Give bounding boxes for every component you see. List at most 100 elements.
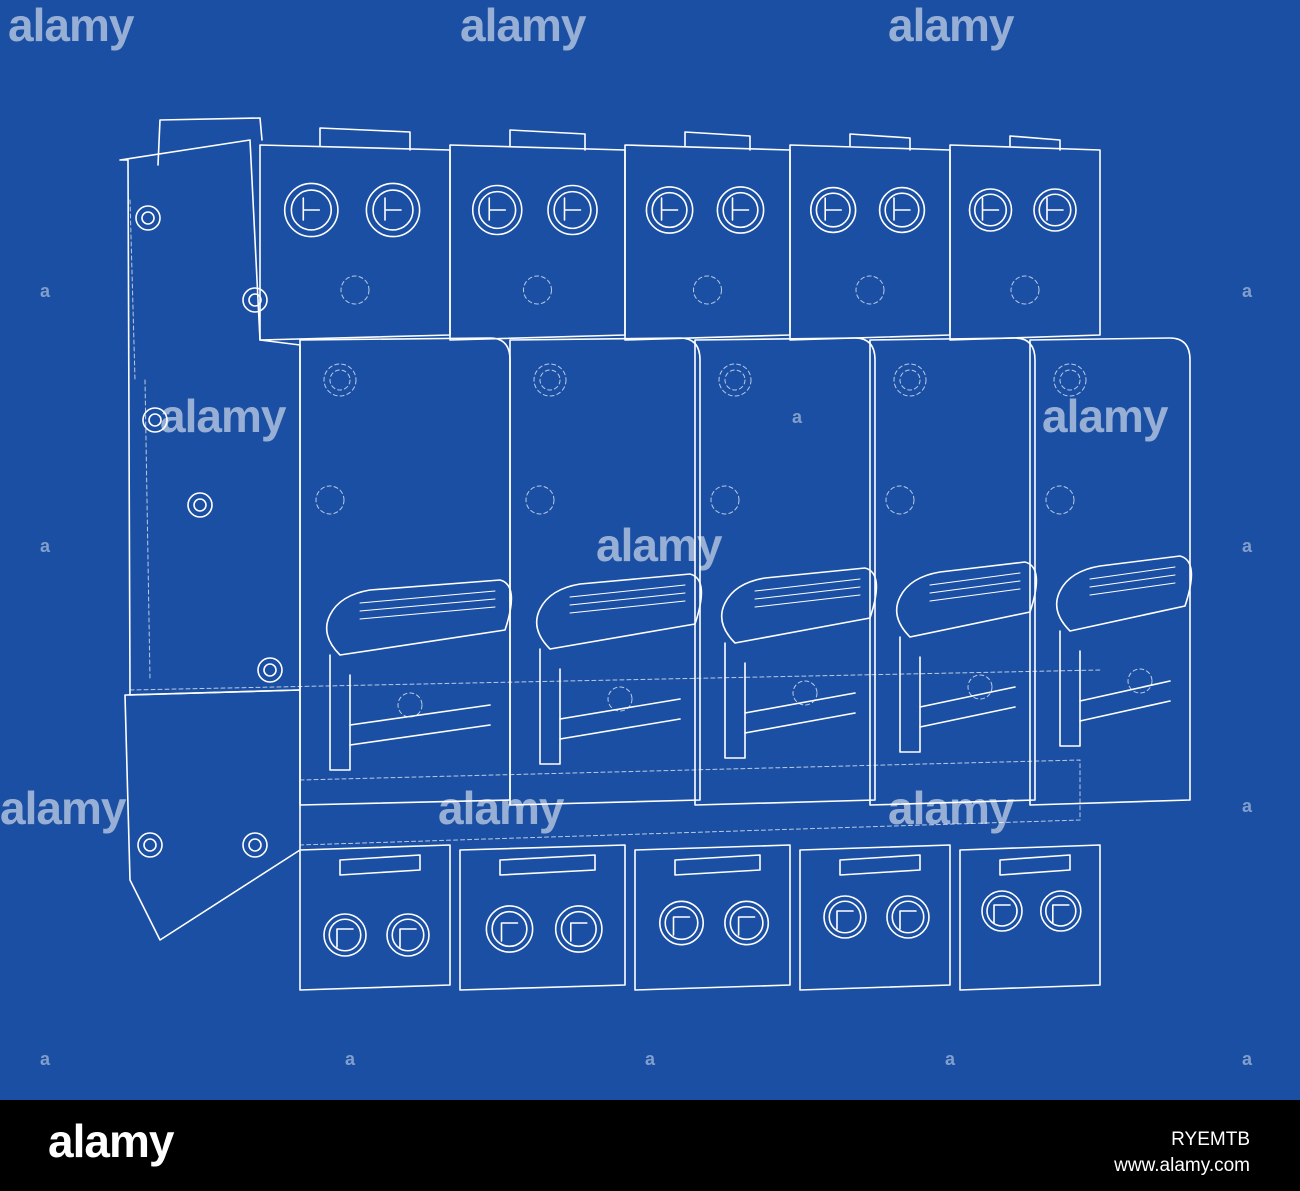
- lever-housing: [724, 642, 746, 759]
- lever-ridge: [569, 592, 686, 606]
- terminal-screw-bottom: [386, 913, 430, 957]
- terminal-screw-top-inner: [722, 191, 759, 229]
- terminal-screw-top-inner: [884, 192, 920, 228]
- top-clip: [319, 127, 411, 151]
- side-hole: [187, 492, 213, 518]
- terminal-screw-top-inner: [290, 189, 333, 231]
- side-hole-inner: [148, 413, 162, 427]
- screw-slot: [563, 197, 582, 221]
- side-hole-inner: [143, 838, 157, 852]
- hidden-pivot: [792, 680, 818, 706]
- terminal-screw-top: [365, 182, 421, 238]
- lower-slot: [999, 854, 1071, 876]
- terminal-screw-bottom: [485, 905, 534, 953]
- hidden-hole: [315, 485, 345, 515]
- terminal-screw-top: [968, 188, 1013, 232]
- lower-terminal-block: [299, 844, 451, 991]
- terminal-screw-bottom: [981, 890, 1023, 932]
- screw-slot: [1046, 197, 1064, 221]
- terminal-screw-top: [878, 186, 926, 234]
- top-clip-left: [157, 117, 263, 166]
- terminal-screw-top: [547, 184, 598, 236]
- lever-ridge: [359, 590, 496, 604]
- hidden-boss-inner: [329, 369, 351, 391]
- lower-terminal-block: [959, 844, 1101, 991]
- lever-base-line: [919, 706, 1016, 728]
- top-clip: [684, 131, 751, 151]
- screw-slot: [737, 916, 756, 936]
- toggle-lever: [1055, 555, 1193, 632]
- hidden-hole: [525, 485, 555, 515]
- circuit-breaker-wireframe: [119, 117, 1193, 991]
- side-hole-inner: [248, 293, 262, 307]
- terminal-screw-bottom-inner: [828, 900, 862, 934]
- hidden-boss: [323, 363, 357, 397]
- terminal-screw-bottom-inner: [664, 905, 699, 941]
- upper-terminal-block: [259, 144, 451, 341]
- hidden-pivot: [1127, 668, 1153, 694]
- terminal-screw-top-inner: [1038, 193, 1072, 227]
- side-hole: [135, 205, 161, 231]
- screw-slot: [570, 922, 588, 942]
- screw-slot: [500, 922, 519, 942]
- top-clip: [1009, 135, 1061, 151]
- screw-slot: [672, 916, 691, 936]
- hidden-pivot: [967, 674, 993, 700]
- lever-ridge: [1089, 582, 1176, 596]
- upper-terminal-block: [949, 144, 1101, 341]
- lever-base-line: [559, 718, 681, 740]
- front-panel: [694, 337, 876, 806]
- terminal-screw-top-inner: [553, 190, 592, 230]
- side-hole-inner: [193, 498, 207, 512]
- footer-url: www.alamy.com: [1114, 1155, 1250, 1176]
- hidden-boss: [533, 363, 567, 397]
- front-panel: [509, 337, 701, 806]
- toggle-lever: [325, 579, 513, 656]
- hidden-boss-inner: [724, 369, 746, 391]
- lower-terminal-block: [459, 844, 626, 991]
- lower-slot: [339, 854, 421, 876]
- side-guide: [129, 199, 151, 681]
- screw-slot: [899, 910, 917, 930]
- hidden-hole: [1010, 275, 1040, 305]
- hidden-hole: [523, 275, 552, 305]
- terminal-screw-bottom-inner: [891, 900, 925, 934]
- upper-terminal-block: [624, 144, 791, 341]
- screw-slot: [893, 197, 911, 221]
- terminal-screw-top: [716, 186, 765, 234]
- hidden-boss: [893, 363, 927, 397]
- front-panel: [869, 337, 1036, 806]
- terminal-screw-top: [645, 186, 694, 234]
- screw-slot: [993, 904, 1011, 924]
- terminal-screw-bottom-inner: [729, 905, 764, 941]
- lower-slot: [499, 854, 596, 876]
- hidden-boss-inner: [1059, 369, 1081, 391]
- screw-slot: [399, 928, 417, 948]
- lever-ridge: [569, 584, 686, 598]
- terminal-screw-bottom: [1040, 890, 1082, 932]
- upper-terminal-block: [449, 144, 626, 341]
- din-rail-line: [129, 669, 1101, 691]
- screw-slot: [336, 928, 354, 948]
- terminal-screw-bottom-inner: [328, 918, 362, 952]
- lower-slot: [839, 854, 921, 876]
- screw-slot: [824, 197, 842, 221]
- lever-ridge: [754, 578, 861, 592]
- terminal-screw-bottom: [658, 900, 704, 946]
- screw-slot: [1052, 904, 1070, 924]
- side-hole: [257, 657, 283, 683]
- lever-ridge: [1089, 574, 1176, 588]
- top-clip: [849, 133, 911, 151]
- hidden-pivot: [607, 686, 633, 712]
- lever-base-line: [349, 724, 491, 746]
- lever-base-line: [559, 698, 681, 720]
- terminal-screw-top-inner: [372, 189, 414, 231]
- side-hole-inner: [263, 663, 277, 677]
- terminal-screw-bottom-inner: [560, 910, 597, 948]
- terminal-screw-top: [283, 182, 339, 238]
- hidden-pivot: [397, 692, 423, 718]
- terminal-screw-top-inner: [478, 190, 517, 230]
- lever-housing: [539, 648, 561, 765]
- lever-base-line: [1079, 680, 1171, 702]
- terminal-screw-bottom: [724, 900, 770, 946]
